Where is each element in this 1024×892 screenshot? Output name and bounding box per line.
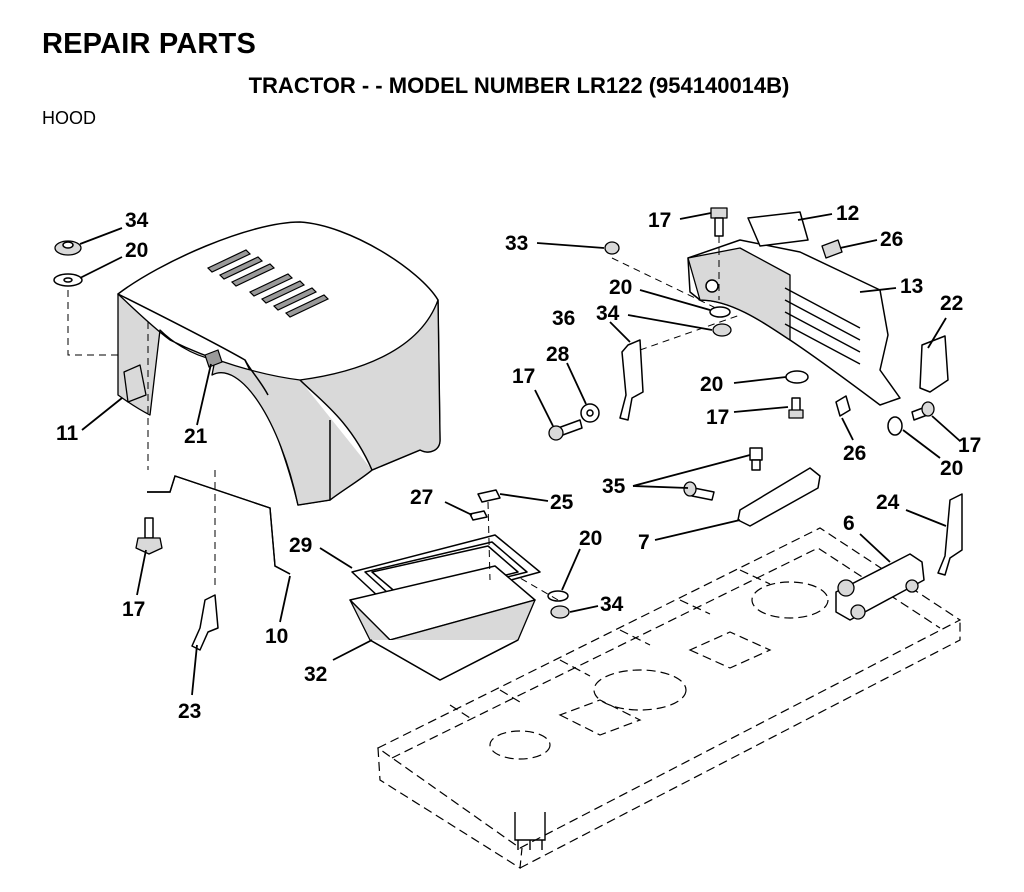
callout-6: 6 [843, 512, 855, 535]
callout-34: 34 [596, 302, 620, 325]
callout-29: 29 [289, 534, 312, 557]
callout-32: 32 [304, 663, 327, 686]
bracket-23 [191, 594, 219, 651]
section-label: HOOD [42, 108, 96, 128]
callout-25: 25 [550, 491, 574, 514]
bracket-36 [619, 314, 741, 421]
bracket-7 [683, 447, 821, 527]
hood-hardware-left [53, 240, 216, 590]
callout-27: 27 [410, 486, 433, 509]
clip-26-top [821, 239, 843, 259]
callout-20: 20 [609, 276, 632, 299]
callout-11: 11 [56, 422, 79, 445]
callout-36: 36 [552, 307, 575, 330]
callout-22: 22 [940, 292, 963, 315]
callout-20: 20 [125, 239, 148, 262]
bolt-top [611, 207, 728, 311]
clip-26-lower [835, 395, 851, 417]
battery-tray [349, 489, 570, 681]
callout-26: 26 [843, 442, 866, 465]
callout-labels: 34 20 11 21 17 10 23 17 12 33 26 13 20 3… [56, 202, 981, 723]
bolt-17-left-mid [548, 419, 583, 441]
callout-17: 17 [512, 365, 535, 388]
callout-17: 17 [648, 209, 671, 232]
grille-housing [604, 239, 901, 406]
bracket-24 [937, 493, 963, 576]
hardware-mid [785, 370, 809, 419]
washers-center [709, 306, 732, 337]
callout-20: 20 [940, 457, 963, 480]
callout-10: 10 [265, 625, 288, 648]
callout-35: 35 [602, 475, 626, 498]
callout-20: 20 [579, 527, 602, 550]
callout-24: 24 [876, 491, 900, 514]
callout-17: 17 [958, 434, 981, 457]
star-washer-28 [580, 403, 600, 423]
callout-33: 33 [505, 232, 528, 255]
leader-lines [79, 212, 961, 696]
callout-13: 13 [900, 275, 923, 298]
callout-34: 34 [125, 209, 149, 232]
hood-assembly [117, 221, 441, 506]
hood-rod [147, 475, 291, 575]
callout-20: 20 [700, 373, 723, 396]
callout-28: 28 [546, 343, 570, 366]
bracket-22 [919, 335, 949, 393]
callout-23: 23 [178, 700, 201, 723]
callout-26: 26 [880, 228, 903, 251]
chassis-frame [376, 527, 962, 870]
plate-12 [747, 211, 809, 247]
page-title: REPAIR PARTS [42, 28, 257, 60]
model-subtitle: TRACTOR - - MODEL NUMBER LR122 (95414001… [248, 73, 790, 98]
bolt-left [135, 517, 163, 555]
hardware-right [887, 401, 935, 436]
callout-34: 34 [600, 593, 624, 616]
callout-21: 21 [184, 425, 208, 448]
callout-12: 12 [836, 202, 859, 225]
callout-7: 7 [638, 531, 650, 554]
callout-17: 17 [706, 406, 729, 429]
support-6 [835, 553, 925, 621]
callout-17: 17 [122, 598, 145, 621]
